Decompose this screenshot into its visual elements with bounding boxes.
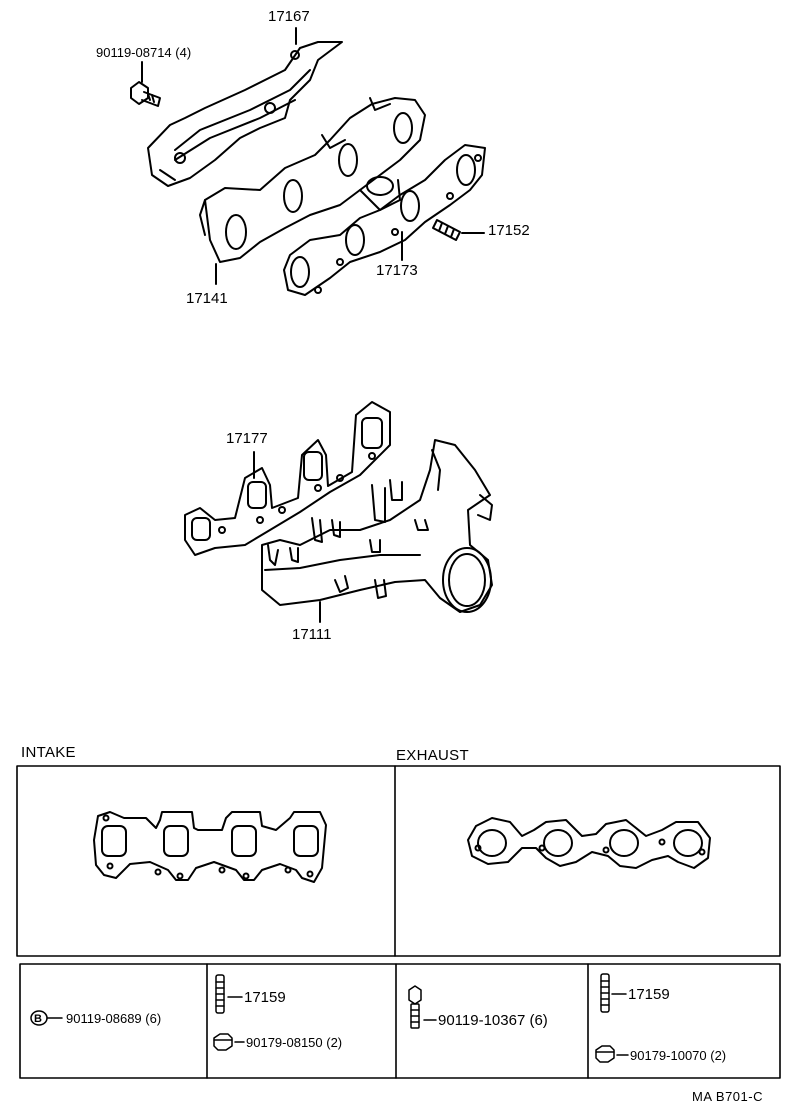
intake-manifold-drawing	[261, 439, 493, 613]
exhaust-gasket-drawing	[283, 144, 486, 296]
label-exhaust-gasket: 17173	[376, 262, 418, 279]
section-title-exhaust: EXHAUST	[396, 747, 469, 764]
label-bolt-top: 90119-08714 (4)	[96, 45, 192, 60]
intake-gasket-drawing	[184, 401, 391, 556]
label-intake-gasket: 17177	[226, 430, 268, 447]
nut-1-drawing	[213, 1033, 233, 1051]
intake-gasket-section-drawing	[93, 811, 327, 883]
figure-code: MA B701-C	[692, 1089, 763, 1104]
label-nut-2: 90179-10070 (2)	[630, 1048, 727, 1063]
label-nut-1: 90179-08150 (2)	[246, 1035, 343, 1050]
label-bolt-2: 90119-10367 (6)	[438, 1012, 548, 1029]
nut-2-drawing	[595, 1045, 615, 1063]
exhaust-gasket-section-drawing	[467, 817, 711, 869]
label-exhaust-manifold: 17141	[186, 290, 228, 307]
stud-top-drawing	[432, 219, 461, 241]
marker-b-letter: B	[34, 1013, 42, 1025]
section-title-intake: INTAKE	[21, 744, 76, 761]
heat-insulator-drawing	[147, 41, 343, 187]
gasket-section-frame	[16, 765, 781, 957]
exhaust-manifold-drawing	[199, 97, 426, 263]
label-heat-insulator: 17167	[268, 8, 310, 25]
label-stud-1: 17159	[244, 989, 286, 1006]
bolt-2-drawing	[408, 985, 422, 1029]
stud-1-drawing	[215, 974, 225, 1014]
label-stud-top: 17152	[488, 222, 530, 239]
bolt-top-drawing	[130, 81, 161, 107]
label-intake-manifold: 17111	[292, 626, 332, 643]
label-bolt-b: 90119-08689 (6)	[66, 1011, 162, 1026]
fastener-table-frame	[19, 963, 781, 1079]
stud-2-drawing	[600, 973, 610, 1013]
label-stud-2: 17159	[628, 986, 670, 1003]
